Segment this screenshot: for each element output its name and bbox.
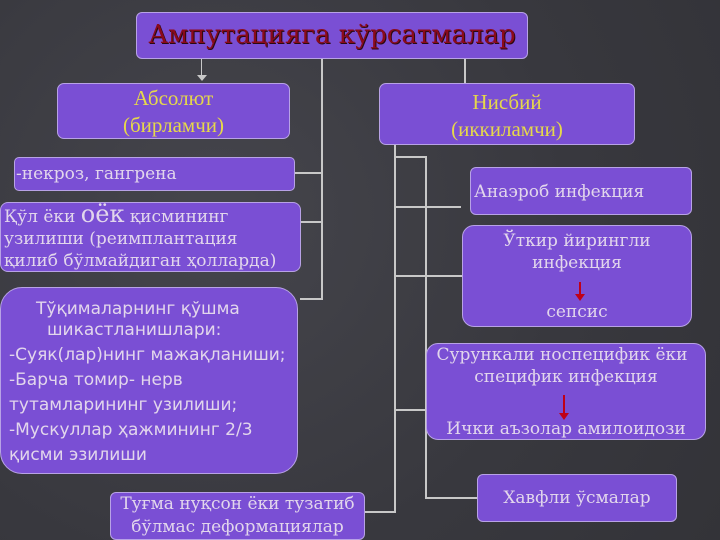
connector-tissue bbox=[300, 298, 323, 300]
anaerobic-box: Анаэроб инфекция bbox=[470, 167, 692, 215]
absolute-heading-line1: Абсолют bbox=[133, 86, 214, 110]
acute-infection-box: Ўткир йирингли инфекция сепсис bbox=[462, 225, 692, 327]
limb-text-big: оёк bbox=[80, 200, 125, 228]
congenital-text-line2: бўлмас деформациялар bbox=[131, 517, 344, 537]
congenital-box: Туғма нуқсон ёки тузатиб бўлмас деформац… bbox=[110, 492, 365, 540]
connector-right-trunk-inner bbox=[425, 156, 427, 498]
acute-result-text: сепсис bbox=[546, 302, 608, 322]
limb-box: Қўл ёки оёк қисмининг узилиши (реимплант… bbox=[0, 202, 301, 272]
connector-title-relative bbox=[464, 59, 466, 83]
tissue-text-line3: -Суяк(лар)нинг мажақланиши; bbox=[9, 345, 286, 365]
necrosis-text: -некроз, гангрена bbox=[16, 164, 177, 184]
connector-acute bbox=[394, 275, 462, 277]
limb-text-pre: Қўл ёки bbox=[4, 207, 81, 227]
absolute-heading-line2: (бирламчи) bbox=[122, 113, 225, 137]
chronic-text-line2: специфик инфекция bbox=[474, 367, 658, 387]
tissue-text-line2: шикастланишлари: bbox=[47, 320, 222, 340]
page-title: Ампутацияга кўрсатмалар bbox=[136, 12, 528, 59]
arrow-down-icon bbox=[197, 75, 207, 81]
arrow-down-icon bbox=[575, 282, 585, 301]
chronic-result-text: Ички аъзолар амилоидози bbox=[446, 419, 686, 439]
relative-heading-line2: (иккиламчи) bbox=[451, 117, 563, 141]
relative-heading-box: Нисбий (иккиламчи) bbox=[379, 83, 635, 145]
connector-necrosis bbox=[295, 172, 322, 174]
absolute-heading-box: Абсолют (бирламчи) bbox=[57, 83, 290, 139]
chronic-text-line1: Сурункали носпецифик ёки bbox=[436, 345, 688, 365]
arrow-down-icon bbox=[559, 395, 569, 420]
acute-text-line1: Ўткир йирингли bbox=[503, 231, 651, 251]
connector-right-trunk-outer bbox=[394, 145, 396, 512]
connector-chronic bbox=[394, 409, 427, 411]
congenital-text-line1: Туғма нуқсон ёки тузатиб bbox=[120, 494, 355, 514]
tissue-text-line4: -Барча томир- нерв bbox=[9, 370, 183, 390]
limb-text-post: қисмининг bbox=[124, 207, 229, 227]
connector-anaerobic bbox=[394, 206, 461, 208]
tissue-text-line7: қисми эзилиши bbox=[9, 445, 147, 465]
connector-congenital bbox=[365, 511, 396, 513]
connector-limb bbox=[300, 221, 322, 223]
acute-text-line2: инфекция bbox=[532, 253, 622, 273]
connector-tumors bbox=[425, 497, 477, 499]
tumors-box: Хавфли ўсмалар bbox=[477, 474, 677, 522]
tumors-text: Хавфли ўсмалар bbox=[503, 488, 651, 508]
limb-text-line3: қилиб бўлмайдиган ҳолларда) bbox=[4, 251, 277, 271]
necrosis-box: -некроз, гангрена bbox=[14, 157, 295, 191]
limb-text-line2: узилиши (реимплантация bbox=[4, 229, 238, 249]
connector-title-absolute bbox=[201, 59, 202, 77]
tissue-text-line6: -Мускуллар ҳажмининг 2/3 bbox=[9, 420, 253, 440]
anaerobic-text: Анаэроб инфекция bbox=[474, 182, 645, 202]
tissue-text-line1: Тўқималарнинг қўшма bbox=[36, 299, 240, 319]
chronic-infection-box: Сурункали носпецифик ёки специфик инфекц… bbox=[426, 343, 706, 440]
relative-heading-line1: Нисбий bbox=[472, 90, 542, 114]
connector-h1 bbox=[394, 156, 427, 158]
tissue-box: Тўқималарнинг қўшма шикастланишлари: -Су… bbox=[0, 287, 298, 474]
connector-left-trunk bbox=[321, 59, 323, 299]
tissue-text-line5: тутамларининг узилиши; bbox=[9, 395, 238, 415]
